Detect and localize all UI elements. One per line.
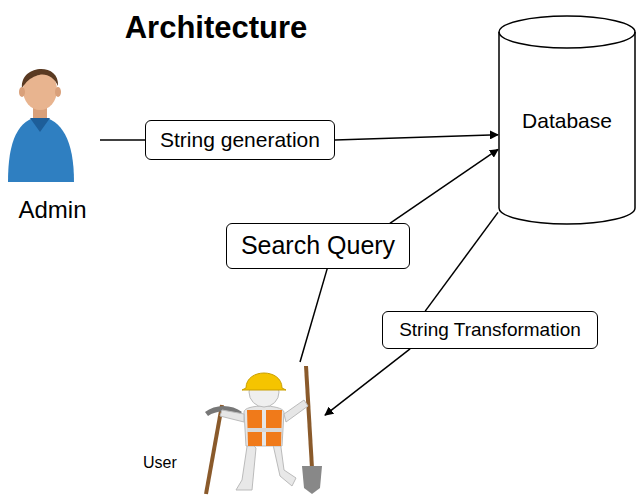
connector — [425, 212, 498, 311]
node-label: Database — [498, 108, 636, 134]
title: Architecture — [125, 10, 308, 46]
process-box: Search Query — [226, 223, 410, 268]
node-label: Search Query — [241, 230, 395, 261]
node-label: User — [143, 453, 177, 473]
process-box: String Transformation — [382, 311, 598, 349]
connector — [100, 139, 145, 141]
connector — [335, 135, 498, 140]
connector — [325, 349, 410, 415]
actor-figure: Admin — [5, 55, 100, 225]
node-label: Admin — [5, 195, 100, 225]
node-label: String generation — [160, 127, 320, 153]
connector — [390, 149, 498, 223]
database-cylinder: Database — [498, 15, 636, 225]
actor-figure: User — [140, 362, 325, 495]
user-figure — [205, 366, 322, 494]
process-box: String generation — [145, 120, 335, 160]
admin-figure — [8, 69, 74, 182]
node-label: String Transformation — [397, 318, 583, 342]
connector — [300, 269, 327, 362]
